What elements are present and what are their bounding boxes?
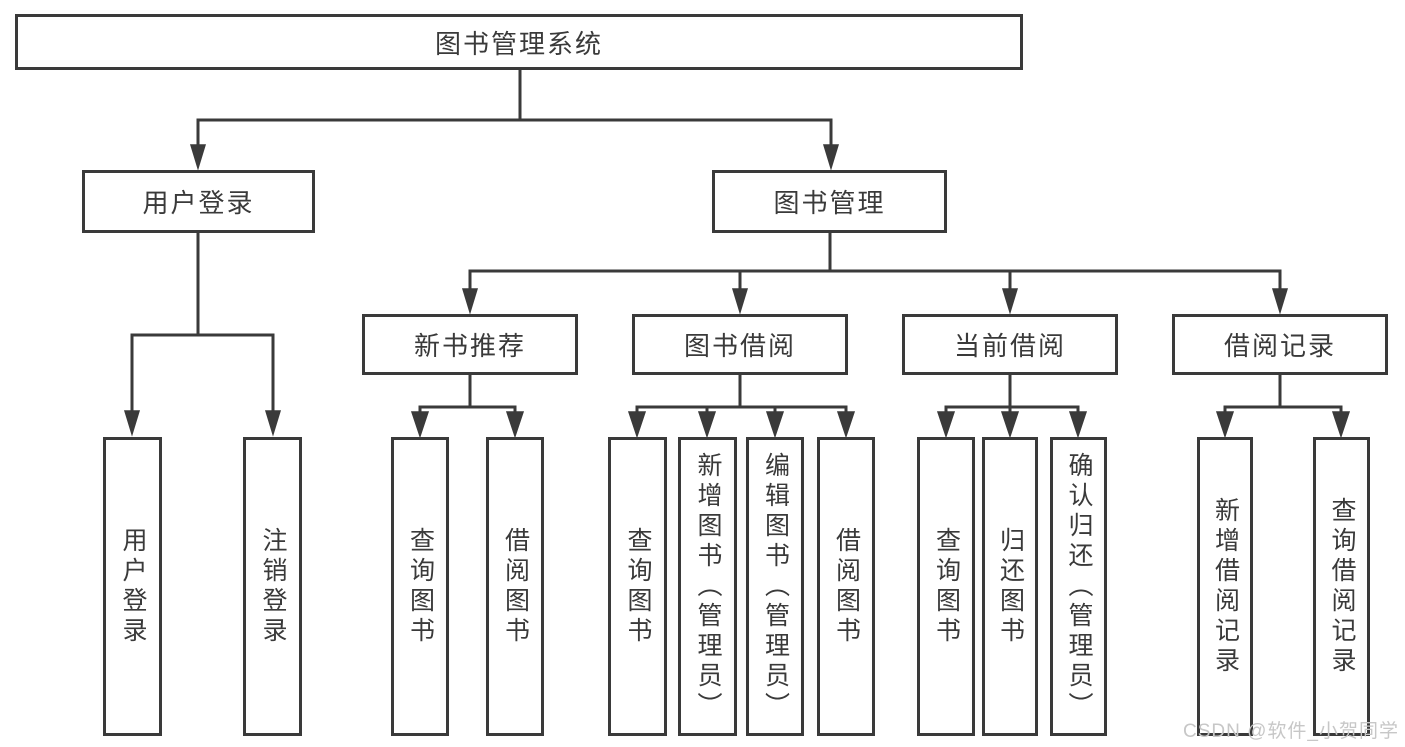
arrow-down-icon [123,410,141,437]
arrow-down-icon [1001,288,1019,315]
connector-borrow-records-children [1215,373,1351,439]
arrow-down-icon [697,411,717,439]
node-bb-borrow-books: 借阅图书 [817,437,875,736]
connector-root-to-level2 [189,68,840,171]
arrow-down-icon [822,144,840,171]
arrow-down-icon [1215,411,1235,439]
node-library-system: 图书管理系统 [15,14,1023,70]
arrow-down-icon [1000,411,1020,439]
arrow-down-icon [461,288,479,315]
arrow-down-icon [1068,411,1088,439]
node-book-borrowing: 图书借阅 [632,314,848,375]
node-bb-edit-books-admin: 编辑图书（管理员） [746,437,804,736]
node-book-management: 图书管理 [712,170,947,233]
arrow-down-icon [936,411,956,439]
arrow-down-icon [731,288,749,315]
connector-book-borrow-children [627,373,856,439]
arrow-down-icon [189,144,207,171]
node-cb-query-books: 查询图书 [917,437,975,736]
node-user-login: 用户登录 [82,170,315,233]
arrow-down-icon [1271,288,1289,315]
arrow-down-icon [765,411,785,439]
node-nbr-query-books: 查询图书 [391,437,449,736]
node-cb-confirm-return-admin: 确认归还（管理员） [1050,437,1107,736]
node-cb-return-books: 归还图书 [982,437,1038,736]
arrow-down-icon [264,410,282,437]
node-new-book-recommendation: 新书推荐 [362,314,578,375]
arrow-down-icon [1331,411,1351,439]
node-nbr-borrow-books: 借阅图书 [486,437,544,736]
connector-book-management-children [461,231,1289,315]
arrow-down-icon [505,411,525,439]
node-br-add-record: 新增借阅记录 [1197,437,1253,736]
node-user-login-action: 用户登录 [103,437,162,736]
arrow-down-icon [836,411,856,439]
node-current-borrowing: 当前借阅 [902,314,1118,375]
node-borrowing-records: 借阅记录 [1172,314,1388,375]
arrow-down-icon [627,411,647,439]
connector-user-login-children [123,231,282,437]
csdn-watermark: CSDN @软件_小贺同学 [1183,721,1399,742]
node-bb-query-books: 查询图书 [608,437,667,736]
connector-new-book-children [410,373,525,439]
arrow-down-icon [410,411,430,439]
node-bb-add-books-admin: 新增图书（管理员） [678,437,737,736]
node-br-query-record: 查询借阅记录 [1313,437,1370,736]
node-logout: 注销登录 [243,437,302,736]
connector-current-borrow-children [936,373,1088,439]
